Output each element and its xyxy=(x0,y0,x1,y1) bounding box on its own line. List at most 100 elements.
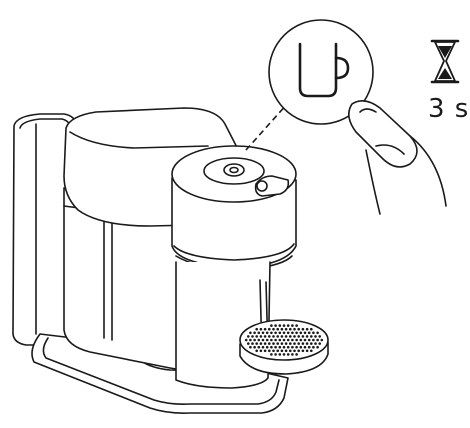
tray-hole xyxy=(253,332,256,335)
tray-hole xyxy=(279,332,282,335)
tray-hole xyxy=(279,339,282,342)
tray-hole xyxy=(285,350,288,353)
tray-hole xyxy=(253,339,256,342)
tray-hole xyxy=(247,342,250,345)
tray-hole xyxy=(249,346,252,349)
tray-hole xyxy=(255,350,258,353)
tray-hole xyxy=(283,353,286,356)
tray-hole xyxy=(306,335,309,338)
tray-hole xyxy=(268,335,271,338)
tray-hole xyxy=(279,346,282,349)
tray-hole xyxy=(304,339,307,342)
tray-hole xyxy=(316,332,319,335)
tray-hole xyxy=(302,350,305,353)
tray-hole xyxy=(247,335,250,338)
tray-hole xyxy=(255,328,258,331)
tray-hole xyxy=(289,342,292,345)
tray-hole xyxy=(312,332,315,335)
tray-hole xyxy=(310,350,313,353)
tray-hole xyxy=(268,342,271,345)
tray-hole xyxy=(293,328,296,331)
tray-hole xyxy=(316,339,319,342)
tray-hole xyxy=(306,342,309,345)
tray-hole xyxy=(274,339,277,342)
tray-hole xyxy=(283,324,286,327)
tray-hole xyxy=(281,350,284,353)
tray-hole xyxy=(279,324,282,327)
tray-hole xyxy=(258,339,261,342)
tray-hole xyxy=(287,339,290,342)
tray-hole xyxy=(308,339,311,342)
tray-hole xyxy=(297,328,300,331)
tray-hole xyxy=(251,335,254,338)
tray-hole xyxy=(251,342,254,345)
tray-hole xyxy=(295,324,298,327)
tray-hole xyxy=(312,339,315,342)
tray-hole xyxy=(276,350,279,353)
tray-hole xyxy=(283,332,286,335)
tray-hole xyxy=(270,346,273,349)
tray-hole xyxy=(314,342,317,345)
tray-hole xyxy=(287,332,290,335)
brew-head xyxy=(172,146,296,270)
tray-hole xyxy=(287,324,290,327)
tray-hole xyxy=(266,332,269,335)
tray-hole xyxy=(310,328,313,331)
tray-hole xyxy=(245,339,248,342)
tray-hole xyxy=(264,350,267,353)
tray-hole xyxy=(289,335,292,338)
tray-hole xyxy=(270,339,273,342)
tray-hole xyxy=(281,342,284,345)
tray-hole xyxy=(266,339,269,342)
tray-hole xyxy=(306,328,309,331)
tray-hole xyxy=(295,339,298,342)
tray-hole xyxy=(264,342,267,345)
tray-hole xyxy=(272,328,275,331)
tray-hole xyxy=(276,342,279,345)
tray-hole xyxy=(283,346,286,349)
tray-hole xyxy=(279,353,282,356)
tray-hole xyxy=(289,328,292,331)
tray-hole xyxy=(293,342,296,345)
tray-hole xyxy=(272,350,275,353)
tray-hole xyxy=(295,353,298,356)
tray-hole xyxy=(308,346,311,349)
tray-hole xyxy=(266,346,269,349)
tray-hole xyxy=(295,332,298,335)
tray-hole xyxy=(249,339,252,342)
tray-hole xyxy=(291,346,294,349)
tray-hole xyxy=(249,332,252,335)
tray-hole xyxy=(302,335,305,338)
tray-hole xyxy=(285,328,288,331)
tray-hole xyxy=(255,342,258,345)
tray-hole xyxy=(304,346,307,349)
tray-hole xyxy=(262,332,265,335)
tray-hole xyxy=(281,328,284,331)
tray-hole xyxy=(264,335,267,338)
tray-hole xyxy=(300,339,303,342)
hourglass-icon xyxy=(432,41,458,82)
tray-hole xyxy=(285,342,288,345)
tray-hole xyxy=(258,346,261,349)
tray-hole xyxy=(270,324,273,327)
tray-hole xyxy=(289,350,292,353)
tray-hole xyxy=(306,350,309,353)
tray-hole xyxy=(318,342,321,345)
hold-duration-label: 3 s xyxy=(428,94,469,124)
tray-hole xyxy=(291,324,294,327)
tray-hole xyxy=(291,332,294,335)
drip-tray-grid xyxy=(240,320,328,374)
tray-hole xyxy=(270,353,273,356)
tray-hole xyxy=(293,350,296,353)
tray-hole xyxy=(302,342,305,345)
tray-hole xyxy=(264,328,267,331)
tray-hole xyxy=(291,339,294,342)
tray-hole xyxy=(260,328,263,331)
tray-hole xyxy=(283,339,286,342)
tray-hole xyxy=(274,332,277,335)
tray-hole xyxy=(262,339,265,342)
tray-hole xyxy=(268,350,271,353)
tray-hole xyxy=(260,350,263,353)
tray-hole xyxy=(258,332,261,335)
